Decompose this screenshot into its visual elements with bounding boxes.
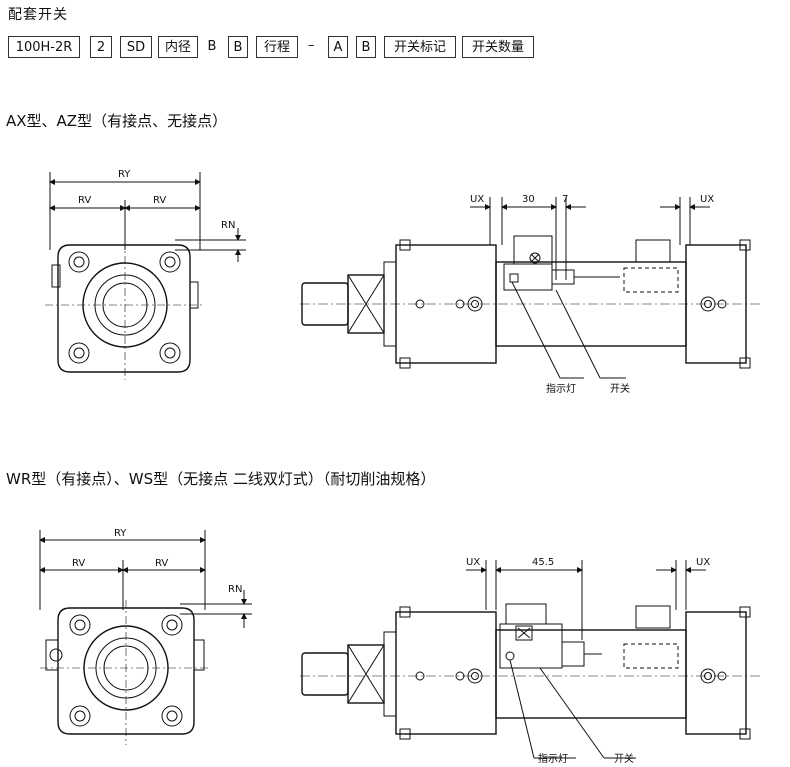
s1-ux2-label: UX	[700, 194, 714, 205]
section1-title: AX型、AZ型（有接点、无接点）	[6, 112, 228, 130]
code-box-a: A	[328, 36, 348, 58]
code-box-b1: B	[207, 39, 217, 54]
code-box-num: 2	[90, 36, 112, 58]
s2-rv1-label: RV	[72, 558, 85, 569]
code-box-switch-count: 开关数量	[462, 36, 534, 58]
code-box-sd: SD	[120, 36, 152, 58]
code-box-bore: 内径	[158, 36, 198, 58]
page-title: 配套开关	[8, 7, 68, 23]
s1-end-view	[45, 172, 246, 380]
s2-side-view	[300, 560, 760, 759]
code-box-switch-mark: 开关标记	[384, 36, 456, 58]
s2-455-label: 45.5	[532, 557, 554, 568]
code-box-stroke: 行程	[256, 36, 298, 58]
s1-rv2-label: RV	[153, 195, 166, 206]
s2-switch-label: 开关	[614, 752, 634, 765]
code-box-model: 100H-2R	[8, 36, 80, 58]
s1-ry-label: RY	[118, 169, 131, 180]
code-box-b2: B	[228, 36, 248, 58]
s1-rv1-label: RV	[78, 195, 91, 206]
s2-rv2-label: RV	[155, 558, 168, 569]
s2-indicator-label: 指示灯	[538, 752, 568, 765]
code-box-b3: B	[356, 36, 376, 58]
s2-ux2-label: UX	[696, 557, 710, 568]
s2-rn-label: RN	[228, 584, 242, 595]
s1-rn-label: RN	[221, 220, 235, 231]
code-dash: –	[308, 38, 315, 53]
s1-ux1-label: UX	[470, 194, 484, 205]
s2-end-view	[39, 530, 252, 745]
s1-7-label: 7	[562, 194, 568, 205]
s1-switch-label: 开关	[610, 382, 630, 395]
s1-indicator-label: 指示灯	[546, 382, 576, 395]
s1-side-view	[300, 197, 760, 379]
section2-title: WR型（有接点）、WS型（无接点 二线双灯式）（耐切削油规格）	[6, 470, 436, 488]
s2-ux1-label: UX	[466, 557, 480, 568]
s2-ry-label: RY	[114, 528, 127, 539]
s1-30-label: 30	[522, 194, 535, 205]
